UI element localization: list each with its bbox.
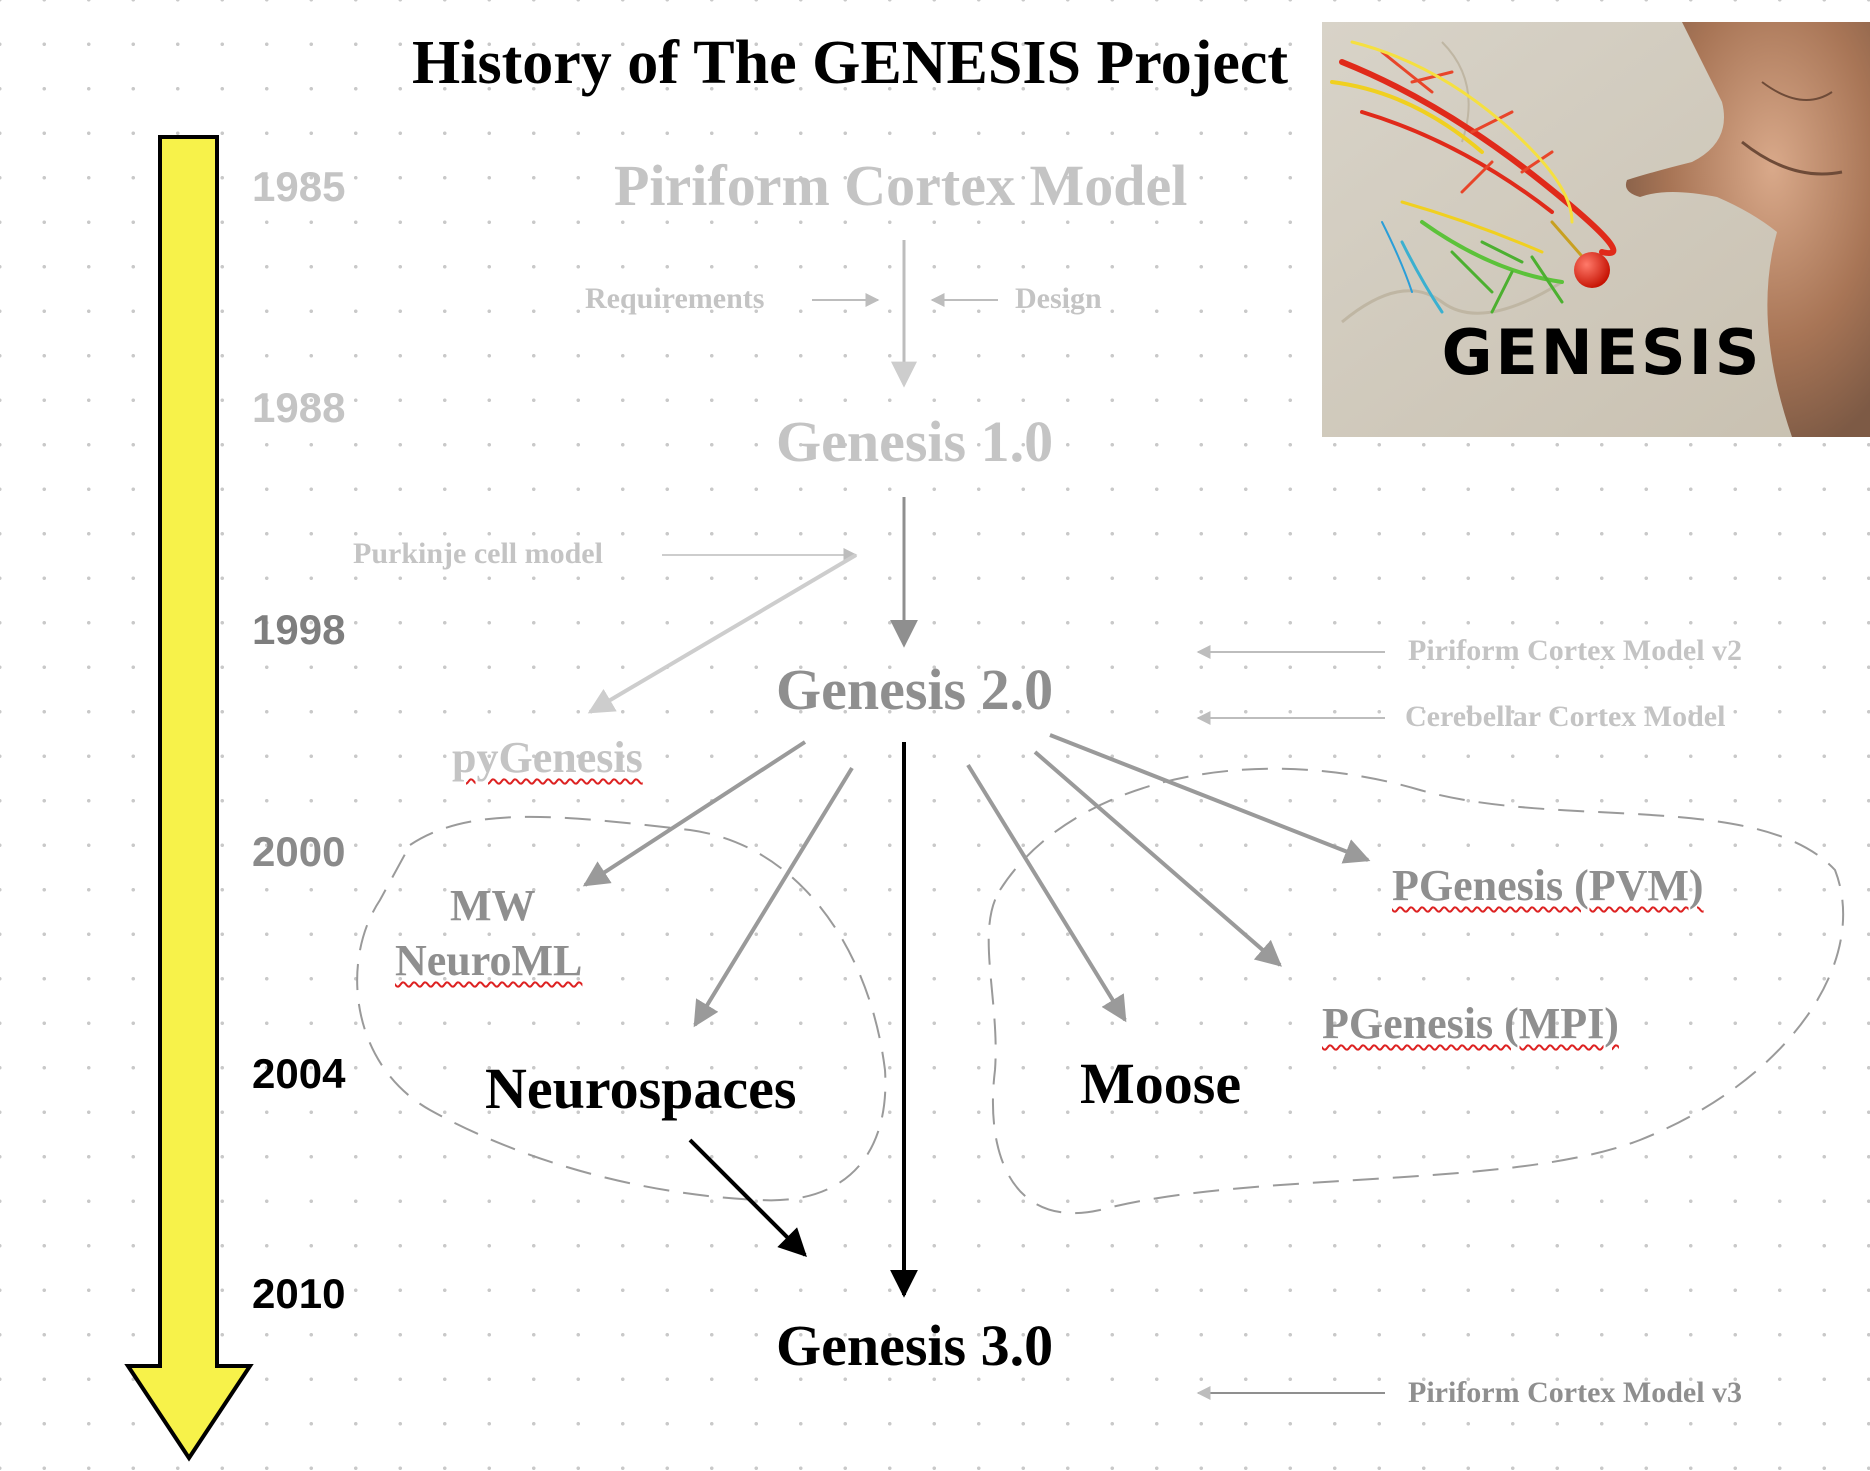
node-genesis-3: Genesis 3.0 xyxy=(776,1313,1054,1378)
node-neuroml: NeuroML xyxy=(395,936,583,985)
label-piriform-cortex-model-v2: Piriform Cortex Model v2 xyxy=(1408,634,1743,667)
year-2000: 2000 xyxy=(252,828,346,875)
node-genesis-2: Genesis 2.0 xyxy=(776,657,1054,722)
label-requirements: Requirements xyxy=(585,282,765,315)
year-1985: 1985 xyxy=(252,163,346,210)
group-outline-left xyxy=(356,815,887,1202)
node-moose: Moose xyxy=(1080,1051,1242,1116)
year-1998: 1998 xyxy=(252,606,346,653)
year-2004: 2004 xyxy=(252,1050,346,1097)
logo-artwork: GENESIS xyxy=(1322,22,1870,437)
node-pgenesis-pvm: PGenesis (PVM) xyxy=(1392,861,1704,910)
year-1988: 1988 xyxy=(252,384,346,431)
label-purkinje-cell-model: Purkinje cell model xyxy=(353,537,603,570)
genesis-logo: GENESIS xyxy=(1322,22,1870,437)
node-genesis-1: Genesis 1.0 xyxy=(776,409,1054,474)
page-title: History of The GENESIS Project xyxy=(412,29,1289,97)
timeline-arrow xyxy=(124,135,254,1462)
logo-genesis-text: GENESIS xyxy=(1442,316,1763,389)
group-outline-right xyxy=(987,767,1845,1215)
node-neurospaces: Neurospaces xyxy=(485,1056,797,1121)
label-design: Design xyxy=(1015,282,1102,315)
node-pgenesis-mpi: PGenesis (MPI) xyxy=(1322,999,1619,1048)
label-cerebellar-cortex-model: Cerebellar Cortex Model xyxy=(1405,700,1726,733)
year-2010: 2010 xyxy=(252,1270,346,1317)
label-piriform-cortex-model-v3: Piriform Cortex Model v3 xyxy=(1408,1376,1743,1409)
node-piriform-cortex-model: Piriform Cortex Model xyxy=(614,153,1188,218)
node-pygenesis: pyGenesis xyxy=(452,733,643,782)
node-mw: MW xyxy=(450,881,536,930)
